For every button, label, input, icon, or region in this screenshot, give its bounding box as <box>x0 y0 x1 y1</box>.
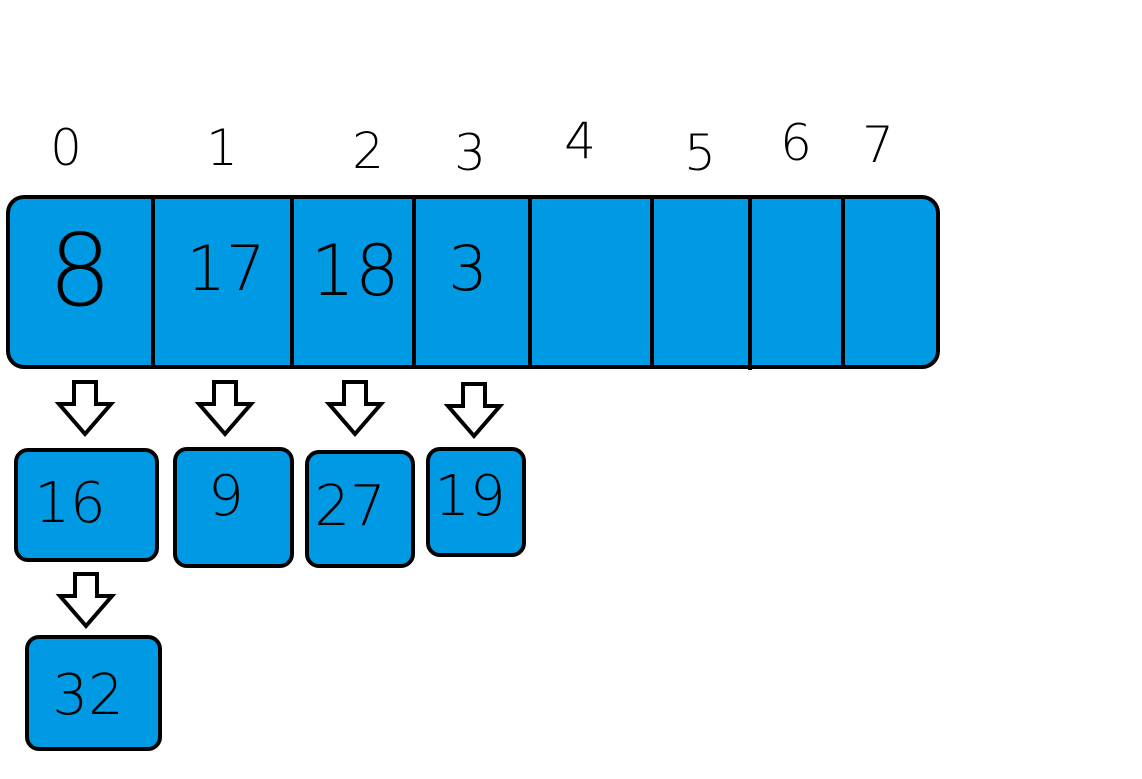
down-arrow-icon <box>324 380 386 438</box>
slot-value-0: 8 <box>48 212 112 329</box>
chain-node-value: 27 <box>314 474 385 539</box>
slot-value-3: 3 <box>448 232 487 305</box>
chain-node: 19 <box>426 447 526 557</box>
index-label-1: 1 <box>206 119 238 177</box>
index-label-4: 4 <box>564 112 596 170</box>
slot-value-1: 17 <box>187 232 266 305</box>
down-arrow-icon <box>443 382 505 440</box>
chain-node-value: 16 <box>34 471 105 536</box>
index-label-2: 2 <box>352 122 384 180</box>
index-label-7: 7 <box>862 116 894 174</box>
chain-node-value: 9 <box>208 464 244 529</box>
index-label-5: 5 <box>684 124 716 182</box>
chain-node: 27 <box>305 450 415 568</box>
down-arrow-icon <box>54 380 116 438</box>
chain-node: 16 <box>14 448 159 562</box>
index-label-6: 6 <box>780 114 812 172</box>
hash-array: 8 17 18 3 <box>6 195 940 370</box>
down-arrow-icon <box>194 380 256 438</box>
chain-node-value: 32 <box>52 663 123 728</box>
index-label-3: 3 <box>454 124 486 182</box>
index-label-0: 0 <box>50 119 82 177</box>
down-arrow-icon <box>55 572 117 630</box>
hash-array-frame <box>6 195 940 369</box>
chain-node: 32 <box>25 635 162 751</box>
slot-value-2: 18 <box>310 230 399 312</box>
chain-node: 9 <box>173 447 294 568</box>
chain-node-value: 19 <box>434 464 505 529</box>
